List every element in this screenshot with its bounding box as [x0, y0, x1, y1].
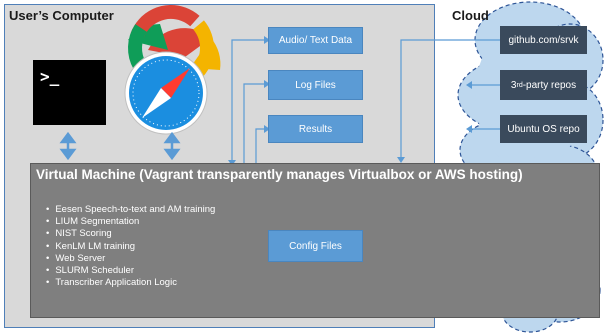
log-files-box: Log Files	[268, 70, 363, 100]
users-computer-title: User’s Computer	[9, 8, 114, 23]
terminal-prompt: >_	[40, 67, 60, 86]
config-files-box: Config Files	[268, 230, 363, 262]
ubuntu-repo-box: Ubuntu OS repo	[500, 115, 587, 143]
data-connectors	[231, 39, 268, 163]
audio-text-data-box: Audio/ Text Data	[268, 27, 363, 54]
third-party-prefix: 3	[510, 79, 517, 91]
repo-connectors	[400, 39, 500, 160]
list-item: NIST Scoring	[46, 228, 215, 240]
list-item: LIUM Segmentation	[46, 216, 215, 228]
list-item: KenLM LM training	[46, 241, 215, 253]
third-party-sup: rd	[516, 81, 523, 89]
results-box: Results	[268, 115, 363, 143]
cloud-title: Cloud	[452, 8, 489, 23]
safari-compass-icon	[124, 51, 208, 135]
list-item: SLURM Scheduler	[46, 265, 215, 277]
github-repo-box: github.com/srvk	[500, 26, 587, 54]
list-item: Web Server	[46, 253, 215, 265]
list-item: Transcriber Application Logic	[46, 277, 215, 289]
list-item: Eesen Speech-to-text and AM training	[46, 204, 215, 216]
terminal-icon	[33, 60, 106, 125]
vm-component-list: Eesen Speech-to-text and AM training LIU…	[46, 204, 215, 289]
third-party-suffix: -party repos	[522, 79, 577, 91]
vertical-arrows	[59, 131, 181, 161]
virtual-machine-title: Virtual Machine (Vagrant transparently m…	[36, 167, 523, 182]
